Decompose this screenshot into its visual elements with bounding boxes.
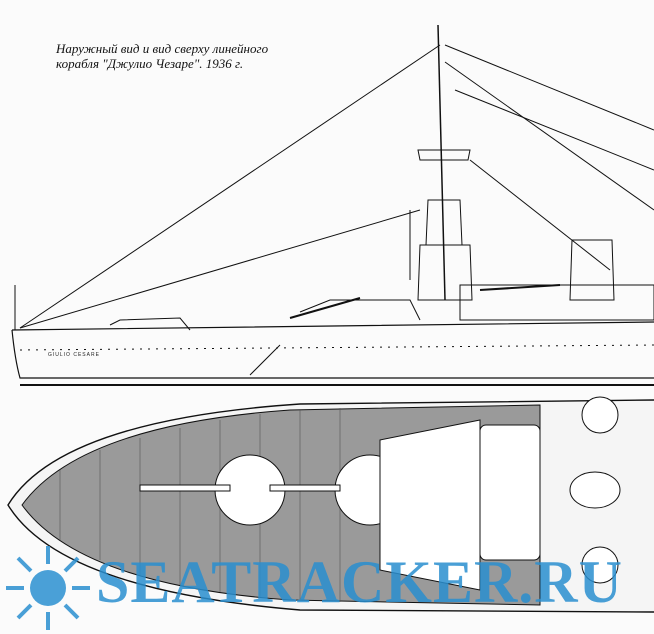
logo-ray	[63, 556, 80, 573]
rigging-line	[469, 159, 611, 271]
logo-ray	[16, 603, 33, 620]
foremast	[437, 24, 446, 301]
rigging-line	[19, 44, 441, 329]
bridge-deck	[479, 424, 541, 561]
drawing-caption: Наружный вид и вид сверху линейного кора…	[56, 41, 296, 71]
turret-b-guns	[269, 484, 341, 492]
rigging-line	[444, 44, 654, 131]
logo-sun-disc	[30, 570, 66, 606]
hull-name: GIULIO CESARE	[48, 352, 100, 358]
caption-line-2: корабля "Джулио Чезаре". 1936 г.	[56, 56, 244, 71]
gun-barrel	[479, 284, 561, 291]
funnel-top	[569, 471, 621, 509]
logo-ray	[16, 556, 33, 573]
secondary-turret	[581, 546, 619, 584]
caption-line-1: Наружный вид и вид сверху линейного	[56, 41, 269, 56]
gun-barrel	[289, 297, 361, 319]
conning-tower	[417, 244, 473, 301]
mast-top	[417, 149, 471, 161]
side-view	[11, 24, 654, 386]
rigging-line	[19, 209, 421, 329]
logo-sun-rays	[6, 546, 90, 630]
ladder	[249, 344, 281, 376]
forward-superstructure	[379, 419, 481, 591]
hull-outline	[11, 321, 654, 379]
top-view	[7, 396, 654, 613]
portholes	[19, 344, 654, 351]
watermark-logo-icon	[6, 546, 90, 630]
rigging-line	[444, 61, 654, 211]
funnel	[569, 239, 615, 301]
turret-a-guns	[139, 484, 231, 492]
logo-ray	[63, 603, 80, 620]
rigging-line	[454, 89, 654, 171]
superstructure	[109, 284, 654, 331]
watermark-text: SEATRACKER.RU	[96, 549, 623, 615]
secondary-turret	[581, 396, 619, 434]
